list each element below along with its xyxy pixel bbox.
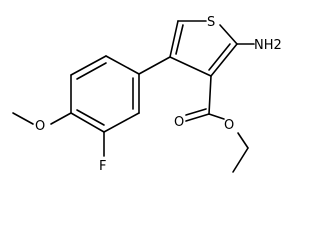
bond-c2-c3-double <box>208 43 231 71</box>
phenyl-ring <box>70 55 171 133</box>
bond-c2p-c3p <box>70 55 107 76</box>
bond-c-o-double-2 <box>185 108 207 116</box>
bond-c-o-double <box>185 113 210 122</box>
bond-c4-c1p <box>138 56 171 75</box>
atom-ester-oxygen: O <box>224 118 234 133</box>
molecule-drawing: S NH2 O O O F <box>12 15 282 174</box>
bond-c3-c4 <box>169 56 212 77</box>
bond-ch2-ch3 <box>232 147 249 173</box>
bond-c2-c3 <box>210 43 238 77</box>
bond-c5p-c6p <box>103 112 140 133</box>
bond-c2p-c3p-double <box>76 62 107 80</box>
bond-c4-c5 <box>169 20 179 58</box>
bond-o-ch2 <box>237 132 249 149</box>
atom-amino: NH2 <box>254 38 282 53</box>
bond-c4p-c5p <box>70 112 105 133</box>
bond-c-o-single <box>208 113 225 120</box>
bond-c4p-o <box>50 112 72 125</box>
bond-c1p-c2p <box>105 55 140 75</box>
atom-carbonyl-oxygen: O <box>174 115 184 130</box>
atom-sulfur: S <box>207 15 215 30</box>
bond-o-ch3 <box>12 112 34 125</box>
bond-s-c2 <box>219 24 238 45</box>
ester-group <box>185 75 249 173</box>
thiophene-ring <box>169 20 238 77</box>
atom-fluorine: F <box>99 159 106 174</box>
bond-c3-ccarbonyl <box>208 75 212 115</box>
chemical-structure-canvas: S NH2 O O O F <box>12 15 282 174</box>
bond-c4-c5-double <box>175 24 184 55</box>
atom-methoxy-oxygen: O <box>35 119 45 134</box>
bond-c4p-c5p-double <box>76 109 105 126</box>
